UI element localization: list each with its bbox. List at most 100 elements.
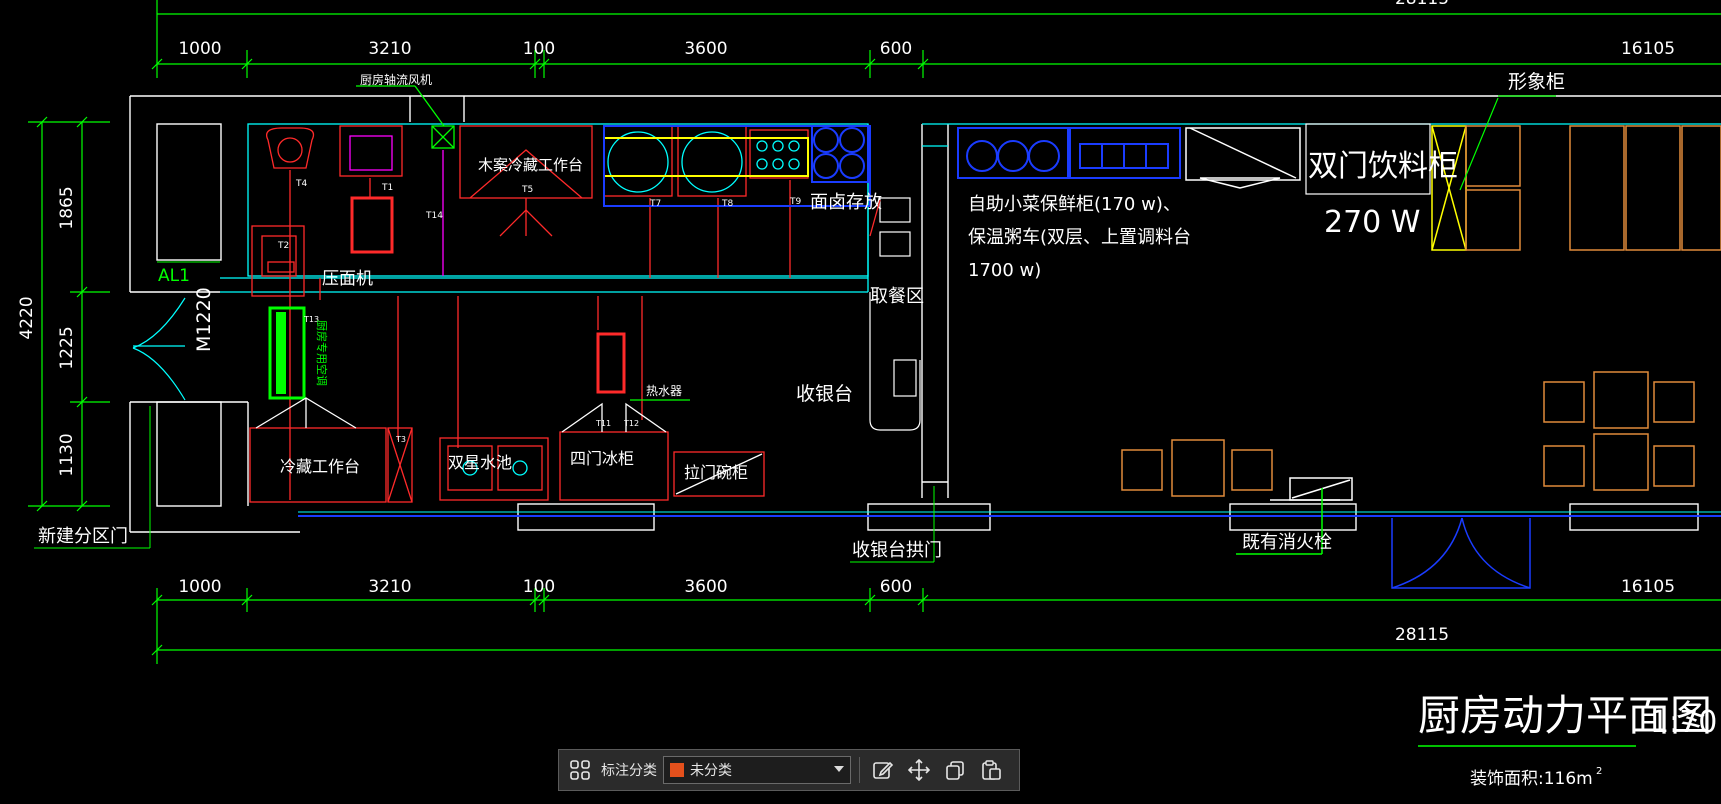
tag-t9: T9 — [789, 197, 801, 207]
pickup-area-label: 取餐区 — [870, 286, 924, 307]
noodle-storage-label: 面卤存放 — [810, 192, 882, 213]
cold-workbench-top-label: 木案冷藏工作台 — [478, 156, 583, 174]
paste-icon — [982, 760, 1001, 780]
dining-tables — [1121, 371, 1695, 497]
display-cabinets — [1465, 125, 1721, 251]
porridge-cart — [1185, 127, 1301, 189]
fridge-power-label: 270 W — [1324, 205, 1420, 240]
cold-workbench-bottom-label: 冷藏工作台 — [280, 457, 360, 476]
double-door-fridge-label: 双门饮料柜 — [1308, 149, 1458, 184]
left-dim-1: 1865 — [57, 186, 77, 229]
top-dimension-chain — [151, 0, 1721, 78]
image-cabinet — [1431, 125, 1467, 251]
equipment-t1 — [339, 125, 403, 254]
left-dim-2: 1225 — [57, 326, 77, 369]
grid-menu-button[interactable] — [565, 755, 595, 785]
sliding-cabinet-label: 拉门碗柜 — [684, 463, 748, 482]
copy-icon — [946, 761, 964, 780]
four-door-fridge — [559, 402, 669, 501]
tag-t12: T12 — [623, 419, 639, 428]
copy-button[interactable] — [940, 755, 970, 785]
self-service-line-1: 自助小菜保鲜柜(170 w)、 — [968, 194, 1181, 215]
walls — [129, 95, 1721, 533]
tag-t14: T14 — [425, 211, 443, 221]
top-dim-3: 100 — [523, 39, 555, 59]
cashier-door-leader — [850, 486, 935, 563]
tag-t2: T2 — [277, 241, 289, 251]
tag-t3: T3 — [395, 435, 406, 444]
edit-button[interactable] — [868, 755, 898, 785]
top-overall-dimension: 28115 — [1395, 0, 1449, 9]
al1-panel: AL1 — [157, 261, 220, 286]
left-dimension-labels: 4220 1865 1225 1130 — [17, 186, 77, 476]
kitchen-equipment: T4 T1 厨房轴流风机 T14 木案冷藏工作台 T5 — [251, 72, 924, 500]
top-dim-5: 600 — [880, 39, 912, 59]
exhaust-fan-label: 厨房轴流风机 — [360, 72, 432, 87]
edit-icon — [873, 761, 894, 779]
bottom-dim-5: 600 — [880, 577, 912, 597]
paste-button[interactable] — [976, 755, 1006, 785]
exhaust-fan — [356, 85, 455, 149]
entrance-door — [1391, 517, 1531, 589]
toolbar-divider — [859, 757, 860, 783]
door-m1220-label: M1220 — [193, 287, 215, 352]
kitchen-partition — [220, 123, 1721, 517]
fire-hydrant-leader — [1236, 488, 1323, 555]
partition-door-leader — [34, 406, 151, 549]
bottom-dimension-chain — [151, 588, 1721, 664]
bottom-dimension-labels: 1000 3210 100 3600 600 16105 28115 — [178, 577, 1675, 645]
cold-workbench-bottom — [249, 397, 413, 503]
double-door-fridge-box — [1305, 123, 1431, 195]
tag-t4: T4 — [295, 179, 307, 189]
drawing-title: 厨房动力平面图 — [1418, 691, 1712, 740]
category-select-value: 未分类 — [690, 763, 732, 779]
cold-workbench-top — [459, 125, 593, 237]
dough-press-t2 — [251, 225, 321, 300]
self-service-cabinet — [957, 127, 1181, 179]
top-dim-1: 1000 — [178, 39, 221, 59]
tag-t11: T11 — [595, 419, 611, 428]
dough-press-label: 压面机 — [322, 269, 373, 289]
water-heater-label: 热水器 — [646, 384, 682, 398]
left-dim-3: 1130 — [57, 433, 77, 476]
annotation-toolbar: 标注分类 未分类 — [558, 749, 1020, 791]
left-dimension-chain — [28, 116, 110, 512]
top-dimension-labels: 28115 1000 3210 100 3600 600 16105 — [178, 0, 1675, 59]
wiring-lines — [397, 296, 643, 448]
bottom-dim-3: 100 — [523, 577, 555, 597]
decor-area: 装饰面积:116m — [1470, 769, 1593, 789]
double-sink — [439, 437, 549, 501]
decor-area-superscript: 2 — [1596, 766, 1602, 777]
left-dim-total: 4220 — [17, 296, 37, 339]
sliding-cabinet — [673, 451, 765, 497]
cashier-label: 收银台 — [796, 383, 853, 405]
category-color-swatch — [670, 763, 684, 777]
water-heater — [596, 332, 626, 394]
lower-kitchen: T13 厨房专用空调 冷藏工作台 T3 热水器 双星水池 — [249, 306, 765, 503]
tag-t7: T7 — [649, 199, 661, 209]
top-dim-6: 16105 — [1621, 39, 1675, 59]
bottom-dim-6: 16105 — [1621, 577, 1675, 597]
self-service-line-3: 1700 w) — [968, 260, 1041, 281]
cashier-counter — [869, 197, 921, 431]
vertical-cooler-label: 厨房专用空调 — [315, 320, 329, 386]
move-button[interactable] — [904, 755, 934, 785]
dining-labels: 自助小菜保鲜柜(170 w)、 保温粥车(双层、上置调料台 1700 w) 双门… — [968, 71, 1565, 553]
partition-door-label: 新建分区门 — [38, 526, 128, 547]
range-blue-frame — [603, 125, 871, 207]
drawing-scale: 1:70 — [1650, 705, 1717, 740]
dining-equipment — [957, 95, 1721, 589]
move-icon — [908, 759, 930, 781]
al1-label: AL1 — [158, 266, 190, 286]
tag-t5: T5 — [521, 185, 533, 195]
range-burners — [756, 140, 800, 170]
door-m1220 — [132, 297, 186, 401]
fire-hydrant — [1270, 477, 1353, 501]
self-service-line-2: 保温粥车(双层、上置调料台 — [968, 227, 1191, 248]
four-door-fridge-label: 四门冰柜 — [570, 449, 634, 468]
bottom-dim-1: 1000 — [178, 577, 221, 597]
double-sink-label: 双星水池 — [448, 453, 512, 472]
fire-hydrant-label: 既有消火栓 — [1242, 532, 1332, 553]
category-select[interactable]: 未分类 — [663, 756, 851, 784]
